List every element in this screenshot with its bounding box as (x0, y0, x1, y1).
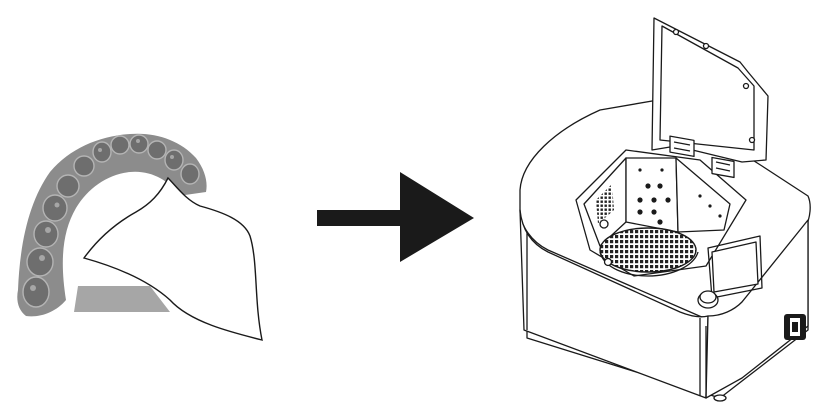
device-side (705, 219, 809, 399)
display-screen (711, 241, 759, 293)
vent-grid (596, 184, 614, 224)
control-knob (697, 290, 719, 309)
teeth (22, 134, 200, 308)
mesh-turntable (599, 227, 697, 273)
power-socket (784, 314, 806, 340)
lid (651, 17, 769, 163)
uv-leds (637, 168, 722, 225)
lid-hinge-left (669, 135, 695, 158)
curing-device (519, 17, 811, 402)
chamber-wall-right (675, 157, 731, 233)
wrapping-sheet (82, 176, 263, 341)
chamber-wall-back (625, 157, 679, 233)
dental-model (17, 133, 263, 341)
lid-hinge-right (711, 156, 735, 179)
right-arrow-icon (317, 172, 474, 262)
model-base (74, 286, 170, 312)
